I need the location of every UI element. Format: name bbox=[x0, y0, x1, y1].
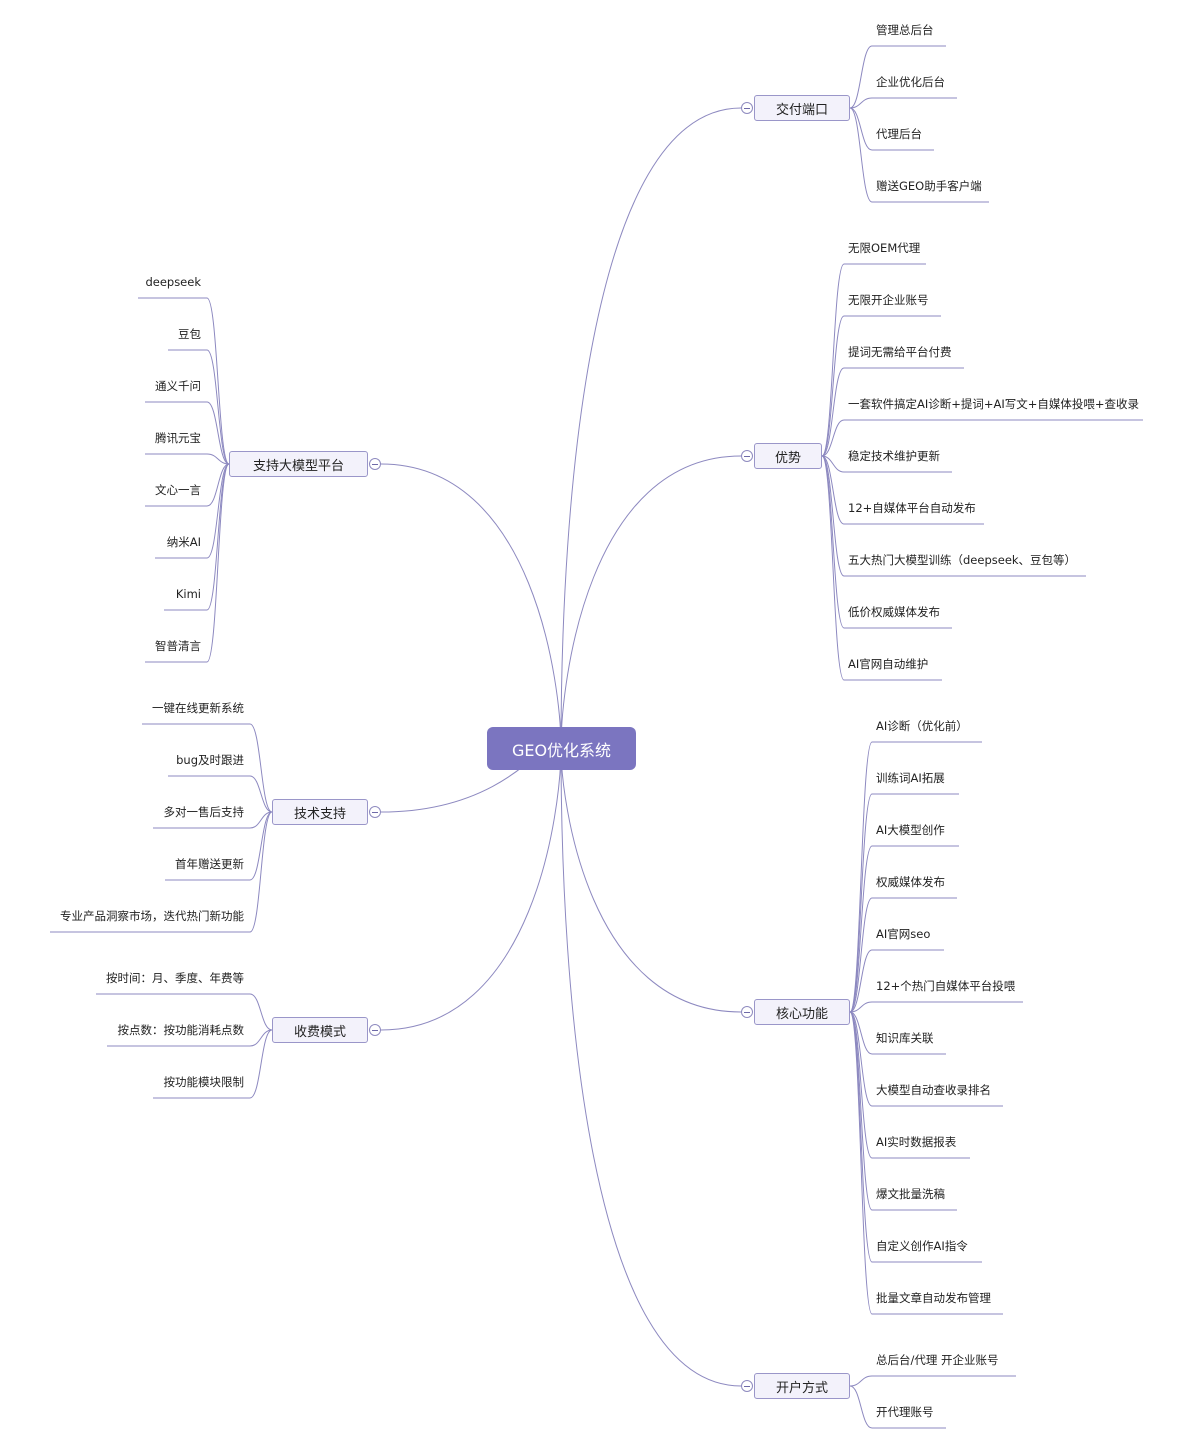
leaf-delivery-2[interactable]: 企业优化后台 bbox=[876, 75, 945, 89]
connector-advantage-1 bbox=[821, 263, 845, 457]
connector-models-3 bbox=[206, 401, 230, 465]
leaf-account-1[interactable]: 总后台/代理 开企业账号 bbox=[876, 1353, 999, 1367]
leaf-models-8[interactable]: 智普清言 bbox=[155, 639, 201, 653]
branch-account[interactable]: 开户方式 bbox=[754, 1373, 850, 1399]
connector-core-8 bbox=[849, 1011, 873, 1107]
connector-account-1 bbox=[849, 1375, 873, 1387]
connector-delivery-1 bbox=[849, 45, 873, 109]
connector-models-6 bbox=[206, 463, 230, 559]
leaf-core-2[interactable]: 训练词AI拓展 bbox=[876, 771, 945, 785]
leaf-delivery-4[interactable]: 赠送GEO助手客户端 bbox=[876, 179, 982, 193]
connector-advantage-2 bbox=[821, 315, 845, 457]
connector-core-6 bbox=[849, 1001, 873, 1013]
connector-root-models bbox=[380, 463, 562, 749]
leaf-advantage-4[interactable]: 一套软件搞定AI诊断+提词+AI写文+自媒体投喂+查收录 bbox=[848, 397, 1140, 411]
connector-models-4 bbox=[206, 453, 230, 465]
leaf-core-11[interactable]: 自定义创作AI指令 bbox=[876, 1239, 968, 1253]
connector-models-2 bbox=[206, 349, 230, 465]
branch-advantage[interactable]: 优势 bbox=[754, 443, 822, 469]
connector-advantage-3 bbox=[821, 367, 845, 457]
connector-advantage-5 bbox=[821, 455, 845, 473]
collapse-fee-icon[interactable] bbox=[369, 1024, 381, 1036]
leaf-advantage-3[interactable]: 提词无需给平台付费 bbox=[848, 345, 952, 359]
connector-fee-1 bbox=[249, 993, 273, 1031]
connector-models-1 bbox=[206, 297, 230, 465]
leaf-tech-3[interactable]: 多对一售后支持 bbox=[163, 805, 245, 819]
leaf-advantage-2[interactable]: 无限开企业账号 bbox=[848, 293, 929, 307]
connector-core-4 bbox=[849, 897, 873, 1013]
leaf-advantage-7[interactable]: 五大热门大模型训练（deepseek、豆包等） bbox=[848, 553, 1077, 567]
leaf-models-5[interactable]: 文心一言 bbox=[155, 483, 201, 497]
connector-delivery-4 bbox=[849, 107, 873, 203]
collapse-models-icon[interactable] bbox=[369, 458, 381, 470]
leaf-fee-2[interactable]: 按点数：按功能消耗点数 bbox=[117, 1023, 245, 1037]
leaf-delivery-1[interactable]: 管理总后台 bbox=[876, 23, 934, 37]
leaf-core-9[interactable]: AI实时数据报表 bbox=[876, 1135, 957, 1149]
connector-advantage-4 bbox=[821, 419, 845, 457]
leaf-tech-2[interactable]: bug及时跟进 bbox=[176, 753, 244, 767]
connector-tech-1 bbox=[249, 723, 273, 813]
connector-fee-3 bbox=[249, 1029, 273, 1099]
leaf-core-10[interactable]: 爆文批量洗稿 bbox=[876, 1187, 945, 1201]
connector-account-2 bbox=[849, 1385, 873, 1429]
leaf-core-4[interactable]: 权威媒体发布 bbox=[876, 875, 945, 889]
branch-core[interactable]: 核心功能 bbox=[754, 999, 850, 1025]
connector-core-2 bbox=[849, 793, 873, 1013]
connector-delivery-2 bbox=[849, 97, 873, 109]
leaf-advantage-9[interactable]: AI官网自动维护 bbox=[848, 657, 929, 671]
leaf-core-1[interactable]: AI诊断（优化前） bbox=[876, 719, 968, 733]
leaf-tech-1[interactable]: 一键在线更新系统 bbox=[152, 701, 244, 715]
branch-models[interactable]: 支持大模型平台 bbox=[229, 451, 368, 477]
connector-models-8 bbox=[206, 463, 230, 663]
leaf-models-6[interactable]: 纳米AI bbox=[166, 535, 201, 549]
leaf-tech-4[interactable]: 首年赠送更新 bbox=[175, 857, 244, 871]
leaf-core-5[interactable]: AI官网seo bbox=[876, 927, 931, 941]
collapse-delivery-icon[interactable] bbox=[741, 102, 753, 114]
collapse-core-icon[interactable] bbox=[741, 1006, 753, 1018]
branch-fee[interactable]: 收费模式 bbox=[272, 1017, 368, 1043]
leaf-account-2[interactable]: 开代理账号 bbox=[876, 1405, 934, 1419]
leaf-core-12[interactable]: 批量文章自动发布管理 bbox=[876, 1291, 991, 1305]
leaf-models-4[interactable]: 腾讯元宝 bbox=[155, 431, 201, 445]
connector-core-12 bbox=[849, 1011, 873, 1315]
collapse-account-icon[interactable] bbox=[741, 1380, 753, 1392]
connector-root-advantage bbox=[560, 455, 742, 749]
leaf-advantage-6[interactable]: 12+自媒体平台自动发布 bbox=[848, 501, 976, 515]
leaf-models-3[interactable]: 通义千问 bbox=[155, 379, 201, 393]
leaf-core-6[interactable]: 12+个热门自媒体平台投喂 bbox=[876, 979, 1016, 993]
branch-tech[interactable]: 技术支持 bbox=[272, 799, 368, 825]
connector-root-fee bbox=[380, 747, 562, 1031]
leaf-models-2[interactable]: 豆包 bbox=[178, 327, 201, 341]
connector-core-5 bbox=[849, 949, 873, 1013]
leaf-delivery-3[interactable]: 代理后台 bbox=[876, 127, 922, 141]
leaf-fee-1[interactable]: 按时间：月、季度、年费等 bbox=[106, 971, 244, 985]
connector-tech-2 bbox=[249, 775, 273, 813]
connector-advantage-6 bbox=[821, 455, 845, 525]
leaf-advantage-5[interactable]: 稳定技术维护更新 bbox=[848, 449, 940, 463]
leaf-advantage-1[interactable]: 无限OEM代理 bbox=[848, 241, 921, 255]
connector-tech-4 bbox=[249, 811, 273, 881]
branch-delivery[interactable]: 交付端口 bbox=[754, 95, 850, 121]
connector-root-core bbox=[560, 747, 742, 1013]
leaf-models-7[interactable]: Kimi bbox=[175, 587, 201, 601]
leaf-core-3[interactable]: AI大模型创作 bbox=[876, 823, 945, 837]
root-node[interactable]: GEO优化系统 bbox=[487, 727, 636, 770]
collapse-tech-icon[interactable] bbox=[369, 806, 381, 818]
connector-core-3 bbox=[849, 845, 873, 1013]
leaf-tech-5[interactable]: 专业产品洞察市场，迭代热门新功能 bbox=[60, 909, 244, 923]
leaf-models-1[interactable]: deepseek bbox=[145, 275, 201, 289]
leaf-core-7[interactable]: 知识库关联 bbox=[876, 1031, 934, 1045]
leaf-advantage-8[interactable]: 低价权威媒体发布 bbox=[848, 605, 940, 619]
connector-tech-3 bbox=[249, 811, 273, 829]
connector-root-delivery bbox=[560, 107, 742, 749]
leaf-fee-3[interactable]: 按功能模块限制 bbox=[163, 1075, 245, 1089]
collapse-advantage-icon[interactable] bbox=[741, 450, 753, 462]
connector-advantage-9 bbox=[821, 455, 845, 681]
connector-root-account bbox=[560, 747, 742, 1387]
connector-fee-2 bbox=[249, 1029, 273, 1047]
connector-tech-5 bbox=[249, 811, 273, 933]
leaf-core-8[interactable]: 大模型自动查收录排名 bbox=[876, 1083, 991, 1097]
